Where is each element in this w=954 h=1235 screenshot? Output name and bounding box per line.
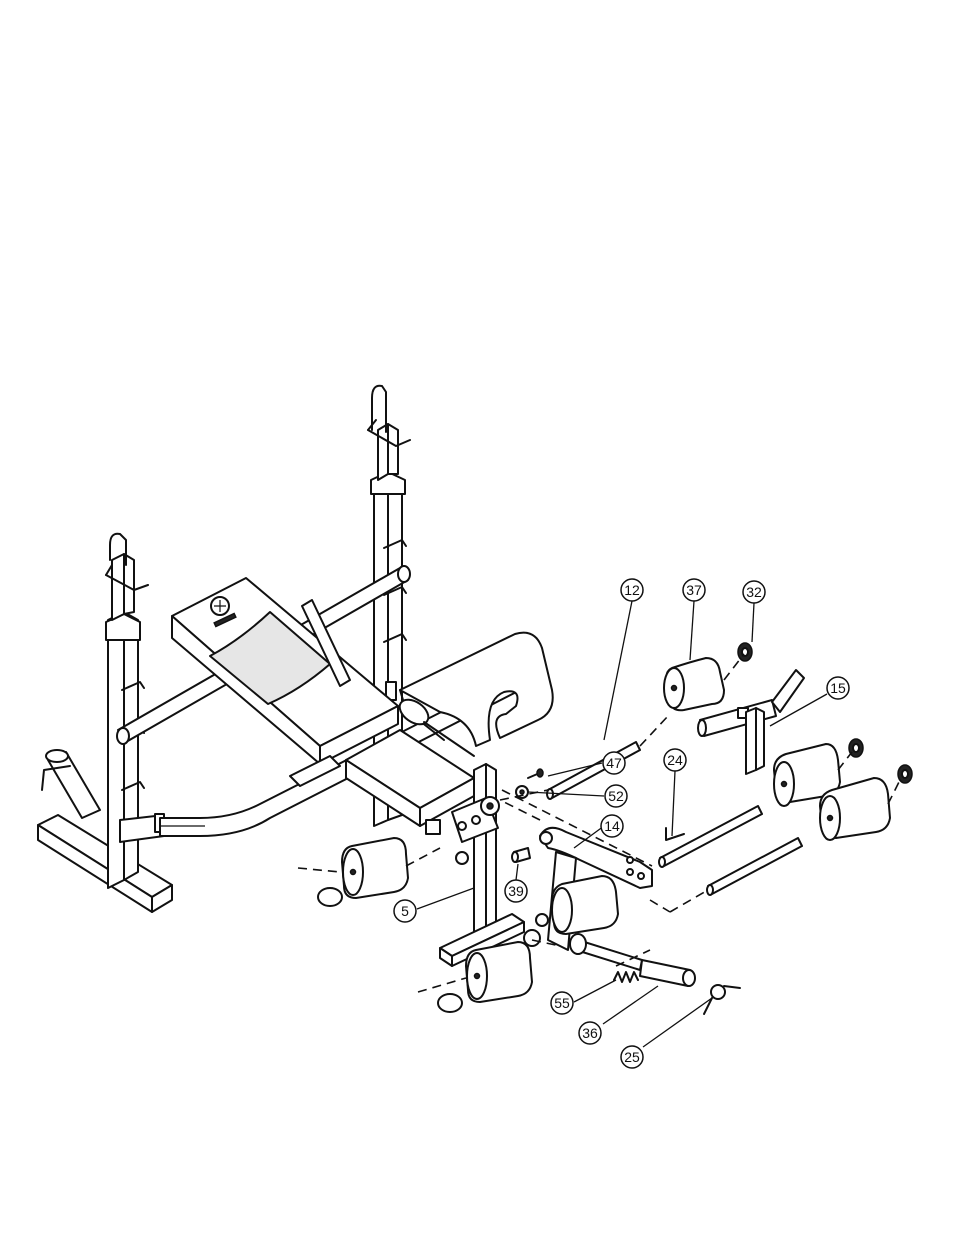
callout-55-label: 55	[554, 995, 570, 1011]
callout-14: 14	[601, 815, 623, 837]
roller-pad-37	[664, 658, 724, 710]
callout-55: 55	[551, 992, 573, 1014]
small-hardware	[512, 769, 740, 1014]
callout-14-label: 14	[604, 818, 620, 834]
roller-pad-bottom-mid	[552, 876, 618, 934]
callout-5: 5	[394, 900, 416, 922]
callout-12: 12	[621, 579, 643, 601]
callout-47: 47	[603, 752, 625, 774]
callout-37: 37	[683, 579, 705, 601]
callout-52-label: 52	[608, 788, 624, 804]
callout-12-label: 12	[624, 582, 640, 598]
callout-39-label: 39	[508, 883, 524, 899]
callout-15: 15	[827, 677, 849, 699]
callout-24: 24	[664, 749, 686, 771]
callout-25: 25	[621, 1046, 643, 1068]
callout-25-label: 25	[624, 1049, 640, 1065]
callout-52: 52	[605, 785, 627, 807]
callout-36-label: 36	[582, 1025, 598, 1041]
callout-24-label: 24	[667, 752, 683, 768]
roller-pad-bottom-front	[466, 942, 532, 1002]
callout-15-label: 15	[830, 680, 846, 696]
callout-32-label: 32	[746, 584, 762, 600]
callout-36: 36	[579, 1022, 601, 1044]
roller-pad-left	[342, 838, 408, 898]
callout-47-label: 47	[606, 755, 622, 771]
callout-39: 39	[505, 880, 527, 902]
callout-32: 32	[743, 581, 765, 603]
callout-5-label: 5	[401, 903, 409, 919]
callout-37-label: 37	[686, 582, 702, 598]
plate-storage-post	[42, 750, 100, 818]
